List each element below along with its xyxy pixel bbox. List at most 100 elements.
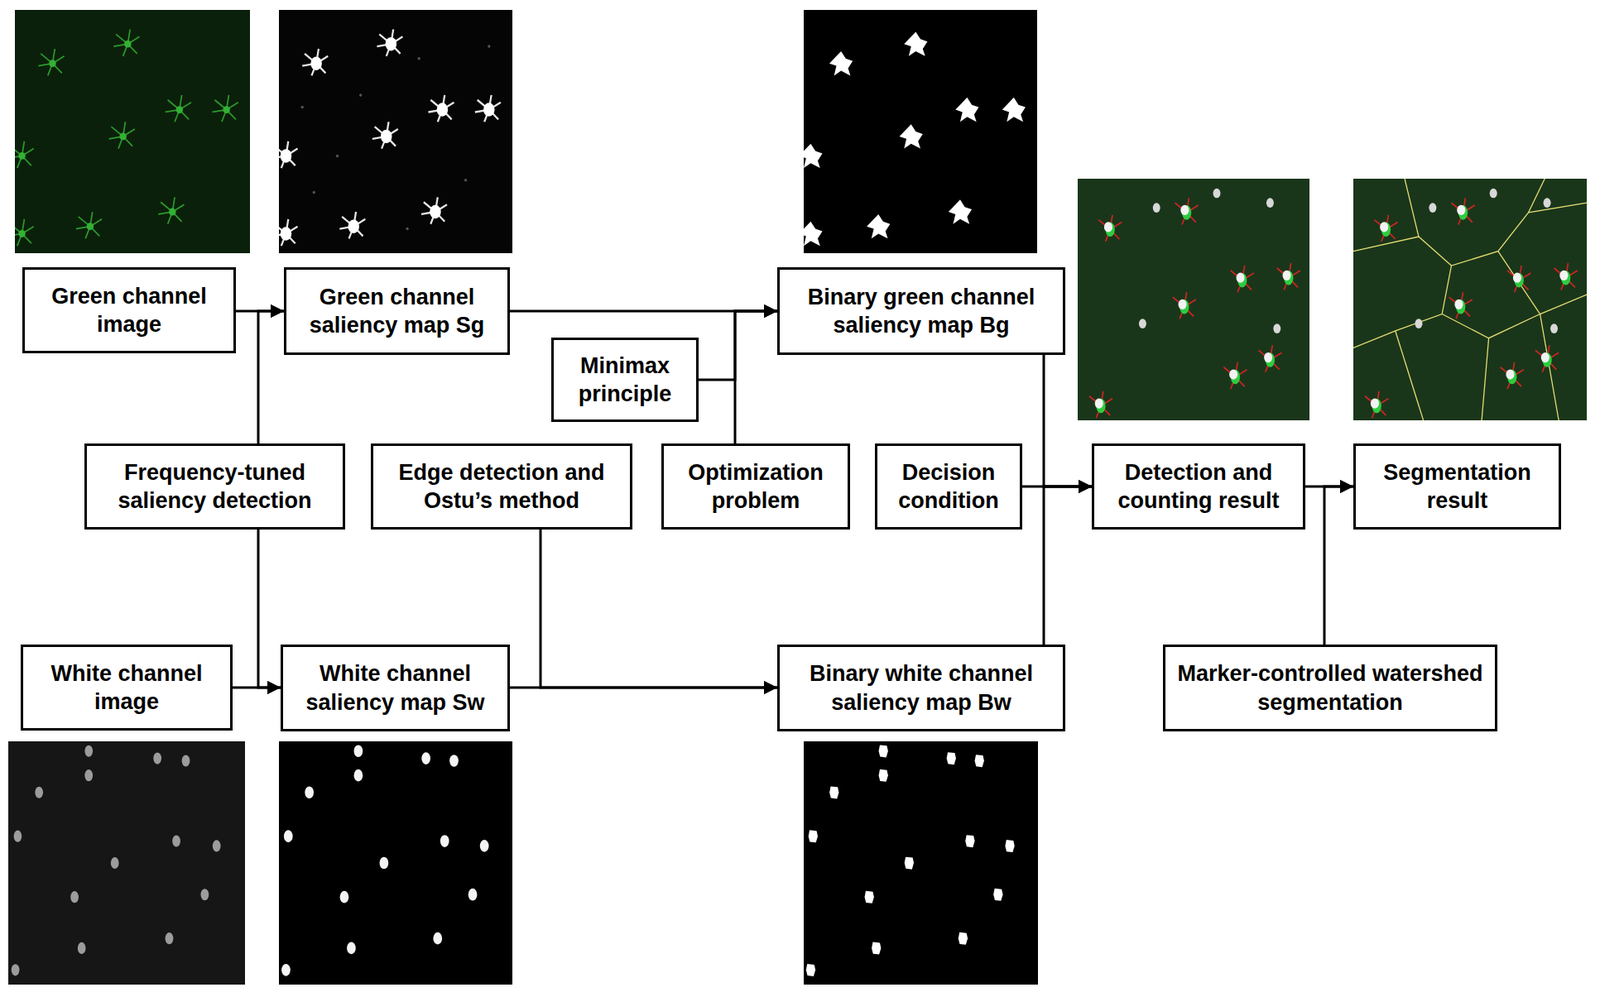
micrograph-detail bbox=[158, 196, 184, 224]
box-label: Binary white channel saliency map Bw bbox=[787, 659, 1055, 717]
micrograph-detail bbox=[7, 141, 34, 169]
micrograph-detail bbox=[421, 752, 431, 765]
micrograph-detail bbox=[1404, 178, 1419, 237]
box-label: Decision condition bbox=[885, 458, 1012, 516]
micrograph-detail bbox=[376, 29, 403, 57]
micrograph-detail bbox=[182, 754, 191, 767]
micrograph-detail bbox=[1543, 197, 1552, 208]
process-box: Frequency-tuned saliency detection bbox=[84, 443, 346, 530]
segmentation-result-image bbox=[1353, 178, 1587, 421]
box-label: Green channel saliency map Sg bbox=[294, 283, 500, 341]
micrograph-detail bbox=[449, 754, 459, 768]
micrograph-detail bbox=[77, 942, 87, 955]
micrograph-detail bbox=[1213, 188, 1221, 199]
micrograph-detail bbox=[798, 221, 822, 246]
micrograph-detail bbox=[272, 141, 298, 169]
micrograph-detail bbox=[212, 95, 239, 122]
micrograph-detail bbox=[113, 29, 140, 57]
micrograph-detail bbox=[372, 121, 399, 149]
flow-arrow bbox=[735, 311, 778, 444]
micrograph-detail bbox=[955, 97, 979, 122]
process-box: Binary white channel saliency map Bw bbox=[777, 644, 1066, 732]
flow-arrow bbox=[540, 529, 778, 688]
micrograph-detail bbox=[899, 124, 923, 149]
micrograph-detail bbox=[1098, 215, 1122, 242]
micrograph-detail bbox=[354, 744, 364, 758]
micrograph-detail bbox=[84, 769, 93, 782]
micrograph-detail bbox=[418, 57, 421, 61]
micrograph-detail bbox=[1489, 188, 1498, 199]
micrograph-detail bbox=[1277, 263, 1301, 290]
micrograph-detail bbox=[480, 840, 490, 853]
white-saliency-map-image bbox=[278, 741, 513, 985]
micrograph-detail bbox=[806, 964, 816, 977]
process-box: White channel image bbox=[20, 644, 233, 731]
micrograph-detail bbox=[1004, 840, 1014, 853]
process-box: Minimax principle bbox=[551, 337, 699, 423]
box-label: Minimax principle bbox=[562, 351, 688, 409]
micrograph-detail bbox=[172, 835, 181, 847]
micrograph-detail bbox=[1498, 251, 1541, 315]
micrograph-detail bbox=[975, 754, 985, 768]
micrograph-detail bbox=[1540, 314, 1560, 421]
micrograph-detail bbox=[1353, 178, 1587, 421]
micrograph-detail bbox=[798, 144, 822, 169]
micrograph-detail bbox=[339, 211, 366, 239]
flow-arrow bbox=[1043, 355, 1092, 487]
micrograph-detail bbox=[1554, 263, 1578, 290]
green-channel-micrograph bbox=[7, 9, 250, 254]
micrograph-detail bbox=[1273, 323, 1281, 334]
micrograph-detail bbox=[1230, 265, 1255, 293]
white-channel-micrograph bbox=[8, 741, 246, 985]
micrograph-detail bbox=[110, 857, 120, 870]
micrograph-detail bbox=[304, 786, 314, 799]
micrograph-detail bbox=[165, 95, 192, 122]
micrograph-detail bbox=[1414, 318, 1423, 329]
micrograph-detail bbox=[405, 227, 409, 231]
micrograph-detail bbox=[84, 745, 93, 758]
box-label: White channel image bbox=[31, 659, 222, 717]
micrograph-detail bbox=[432, 932, 443, 946]
micrograph-detail bbox=[903, 31, 928, 56]
micrograph-detail bbox=[1266, 197, 1274, 208]
micrograph-detail bbox=[879, 744, 889, 758]
micrograph-detail bbox=[1428, 202, 1437, 213]
micrograph-detail bbox=[803, 741, 1038, 985]
micrograph-detail bbox=[8, 741, 246, 985]
micrograph-detail bbox=[278, 9, 513, 254]
micrograph-detail bbox=[153, 753, 162, 765]
micrograph-detail bbox=[379, 857, 390, 870]
box-label: Binary green channel saliency map Bg bbox=[787, 283, 1055, 341]
micrograph-detail bbox=[11, 964, 20, 976]
micrograph-detail bbox=[109, 121, 135, 149]
micrograph-detail bbox=[1550, 323, 1558, 334]
micrograph-detail bbox=[1507, 265, 1531, 293]
micrograph-detail bbox=[464, 178, 467, 183]
micrograph-detail bbox=[38, 48, 64, 76]
micrograph-detail bbox=[1395, 331, 1424, 421]
micrograph-detail bbox=[1223, 362, 1247, 390]
micrograph-detail bbox=[864, 891, 875, 904]
micrograph-detail bbox=[1175, 197, 1199, 225]
micrograph-detail bbox=[904, 857, 914, 870]
box-label: Marker-controlled watershed segmentation bbox=[1173, 659, 1487, 717]
micrograph-detail bbox=[336, 154, 339, 159]
micrograph-detail bbox=[1441, 294, 1587, 339]
micrograph-detail bbox=[803, 9, 1038, 254]
process-box: Marker-controlled watershed segmentation bbox=[1162, 644, 1498, 732]
micrograph-detail bbox=[1353, 265, 1452, 348]
box-label: Detection and counting result bbox=[1102, 458, 1295, 516]
flow-arrow bbox=[698, 311, 778, 380]
micrograph-detail bbox=[302, 48, 328, 76]
process-box: Detection and counting result bbox=[1091, 443, 1306, 530]
box-label: White channel saliency map Sw bbox=[291, 659, 500, 717]
box-label: Segmentation result bbox=[1364, 458, 1551, 516]
process-box: Green channel saliency map Sg bbox=[283, 267, 510, 356]
micrograph-detail bbox=[958, 932, 968, 946]
micrograph-detail bbox=[312, 191, 316, 195]
micrograph-detail bbox=[1089, 391, 1113, 419]
micrograph-detail bbox=[965, 835, 975, 848]
micrograph-detail bbox=[165, 932, 174, 945]
micrograph-detail bbox=[946, 752, 957, 765]
